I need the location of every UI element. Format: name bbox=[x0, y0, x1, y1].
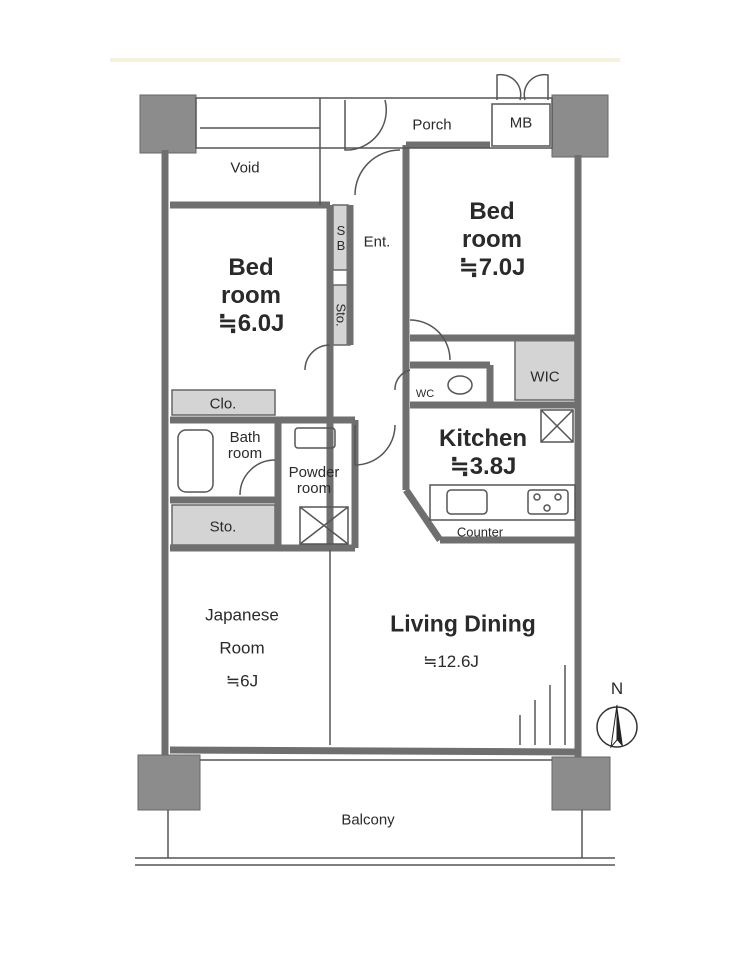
room-size: ≒6J bbox=[225, 671, 259, 691]
room-label: Powder bbox=[288, 464, 340, 481]
room-label: Room bbox=[219, 638, 265, 658]
room-label: room bbox=[461, 226, 522, 253]
top-strip bbox=[110, 58, 620, 62]
room-label-entrance: Ent. bbox=[363, 233, 391, 251]
room-label: room bbox=[227, 445, 263, 462]
room-label: Bed bbox=[469, 198, 515, 225]
room-label-storage-small: Sto. bbox=[333, 303, 349, 327]
room-label-balcony: Balcony bbox=[341, 811, 395, 829]
room-label-void: Void bbox=[230, 159, 260, 177]
room-label: Bath bbox=[229, 429, 261, 446]
room-label: Bed bbox=[228, 254, 274, 281]
compass-north-label: N bbox=[610, 679, 624, 698]
room-size-living-dining: ≒12.6J bbox=[423, 652, 479, 671]
room-size: ≒6.0J bbox=[217, 310, 285, 337]
room-label-counter: Counter bbox=[456, 524, 504, 540]
room-size: ≒3.8J bbox=[449, 453, 517, 480]
room-label-mb: MB bbox=[509, 114, 533, 132]
room-japanese: Japanese Room ≒6J bbox=[205, 599, 279, 698]
room-label: Kitchen bbox=[438, 425, 528, 452]
room-label-wic: WIC bbox=[530, 368, 560, 386]
room-size: ≒7.0J bbox=[458, 254, 526, 281]
room-label-shoe-box: S B bbox=[336, 223, 346, 253]
room-label-closet: Clo. bbox=[209, 395, 237, 413]
room-label: room bbox=[296, 480, 332, 497]
room-kitchen: Kitchen ≒3.8J bbox=[439, 425, 527, 481]
room-label-storage: Sto. bbox=[209, 518, 237, 536]
room-bedroom-right: Bed room ≒7.0J bbox=[459, 198, 526, 282]
room-powder-room: Powder room bbox=[289, 465, 340, 497]
room-label-wc: WC bbox=[415, 388, 435, 400]
room-label: room bbox=[220, 282, 281, 309]
room-bedroom-left: Bed room ≒6.0J bbox=[218, 254, 285, 338]
room-label-porch: Porch bbox=[412, 116, 452, 134]
thin-lines bbox=[135, 73, 615, 866]
north-compass-icon bbox=[596, 704, 638, 749]
room-label: Japanese bbox=[205, 605, 279, 625]
room-label-living-dining: Living Dining bbox=[390, 610, 536, 637]
room-bathroom: Bath room bbox=[228, 430, 262, 462]
